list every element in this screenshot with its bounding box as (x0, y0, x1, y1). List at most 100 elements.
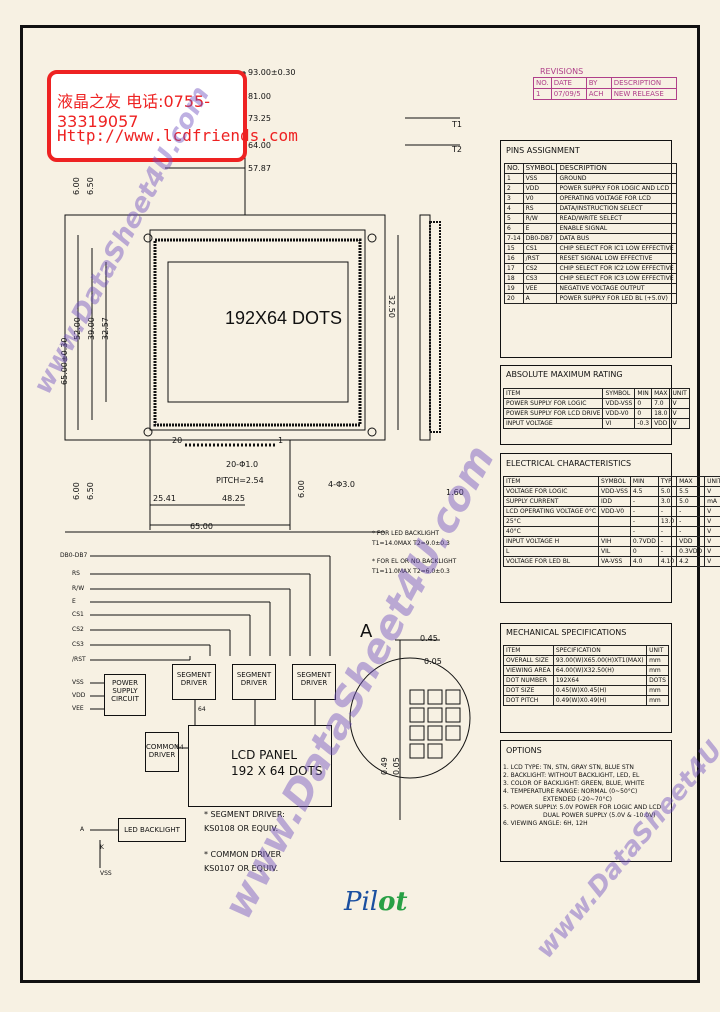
mount-hole (367, 427, 377, 437)
dim-viewing-height: 32.50 (387, 295, 396, 318)
elec-cell: - (629, 526, 659, 537)
elec-cell: V (704, 506, 720, 517)
dim-hole: 4-Φ3.0 (328, 480, 355, 489)
mount-hole (143, 427, 153, 437)
pin-label-1: 1 (278, 436, 284, 445)
note-line: * FOR EL OR NO BACKLIGHT (372, 558, 457, 565)
elec-cell: 5.0 (676, 496, 706, 507)
mech-cell: DOT SIZE (503, 685, 554, 696)
elec-cell: - (657, 536, 678, 547)
dim-pin-hole: 20-Φ1.0 (226, 460, 259, 469)
signal-label: CS3 (72, 641, 84, 648)
pins-cell: DATA/INSTRUCTION SELECT (556, 203, 677, 214)
stamp-url: Http://www.lcdfriends.com (57, 126, 298, 145)
mech-cell: DOT PITCH (503, 695, 554, 706)
elec-header: TYP (657, 476, 678, 487)
abs-cell: INPUT VOLTAGE (502, 418, 604, 429)
detail-dim: 0.05 (392, 757, 401, 775)
elec-cell: VIH (598, 536, 631, 547)
pins-cell: 7-14 (504, 233, 524, 244)
elec-cell: 13.0 (657, 516, 678, 527)
elec-cell: - (629, 506, 659, 517)
elec-cell: - (676, 516, 706, 527)
elec-cell: V (704, 546, 720, 557)
mech-header: SPECIFICATION (552, 645, 648, 656)
elec-cell: V (704, 536, 720, 547)
pins-cell: 16 (504, 253, 524, 264)
mech-header: ITEM (503, 645, 554, 656)
options-title: OPTIONS (506, 746, 542, 755)
elec-cell: - (676, 526, 706, 537)
elec-cell: VDD-V0 (598, 506, 631, 517)
dim-t2: T2 (452, 145, 462, 154)
revisions-row: 1 07/09/5 ACH NEW RELEASE (533, 88, 677, 100)
mech-title: MECHANICAL SPECIFICATIONS (506, 628, 627, 637)
elec-header: ITEM (502, 476, 600, 487)
mechanical-panel (500, 623, 672, 733)
elec-cell: - (657, 526, 678, 537)
mech-header: UNIT (646, 645, 669, 656)
elec-cell: 4.0 (629, 556, 659, 567)
elec-cell: V (704, 556, 720, 567)
elec-cell: IDD (598, 496, 631, 507)
revisions-cell: NEW RELEASE (610, 88, 677, 100)
abs-cell: 7.0 (651, 398, 671, 409)
led-vss-label: VSS (100, 870, 112, 877)
stamp-phone: 液晶之友 电话:0755-33319057 (57, 92, 210, 131)
pins-cell: 2 (504, 183, 524, 194)
pins-cell: R/W (522, 213, 558, 224)
dim-bottom: 25.41 (153, 494, 176, 503)
pins-cell: V0 (522, 193, 558, 204)
com-bus-width: 64 (176, 744, 184, 751)
pins-cell: 6 (504, 223, 524, 234)
elec-cell: - (657, 546, 678, 557)
driver-note: * COMMON DRIVER (204, 850, 282, 859)
pins-cell: CHIP SELECT FOR IC1 LOW EFFECTIVE (556, 243, 677, 254)
elec-header: MAX (676, 476, 706, 487)
signal-label: R/W (72, 585, 85, 592)
lcd-dots-label: 192X64 DOTS (225, 308, 343, 328)
elec-cell: 4.2 (676, 556, 706, 567)
lcd-panel-block: LCD PANEL 192 X 64 DOTS (188, 725, 332, 807)
dim-overall-width: 93.00±0.30 (248, 68, 296, 77)
elec-row: 40°C---V (502, 526, 720, 537)
pins-cell: CS2 (522, 263, 558, 274)
abs-cell: POWER SUPPLY FOR LOGIC (502, 398, 604, 409)
note-line: T1=14.0MAX T2=9.0±0.3 (372, 540, 450, 547)
mech-cell: DOTS (646, 675, 669, 686)
pins-header: NO. (504, 163, 524, 174)
option-line: 3. COLOR OF BACKLIGHT: GREEN, BLUE, WHIT… (503, 780, 645, 787)
pins-cell: CHIP SELECT FOR IC2 LOW EFFECTIVE (556, 263, 677, 274)
segment-driver-block: SEGMENT DRIVER (232, 664, 276, 700)
elec-cell: 4.10 (657, 556, 678, 567)
logo-text: ot (378, 887, 408, 917)
elec-header: UNIT (704, 476, 720, 487)
mech-cell: mm (646, 655, 669, 666)
pins-cell: 20 (504, 293, 524, 304)
elec-cell: - (629, 496, 659, 507)
note-line: * FOR LED BACKLIGHT (372, 530, 439, 537)
mech-cell: VIEWING AREA (503, 665, 554, 676)
pins-cell: 5 (504, 213, 524, 224)
elec-cell: mA (704, 496, 720, 507)
pins-cell: 4 (504, 203, 524, 214)
lcd-panel-label: LCD PANEL (231, 748, 298, 762)
detail-dim: 0.49 (380, 757, 389, 775)
led-anode-label: A (80, 826, 85, 833)
lcd-panel-dots: 192 X 64 DOTS (231, 764, 323, 778)
pins-cell: CHIP SELECT FOR IC3 LOW EFFECTIVE (556, 273, 677, 284)
mech-cell: mm (646, 685, 669, 696)
